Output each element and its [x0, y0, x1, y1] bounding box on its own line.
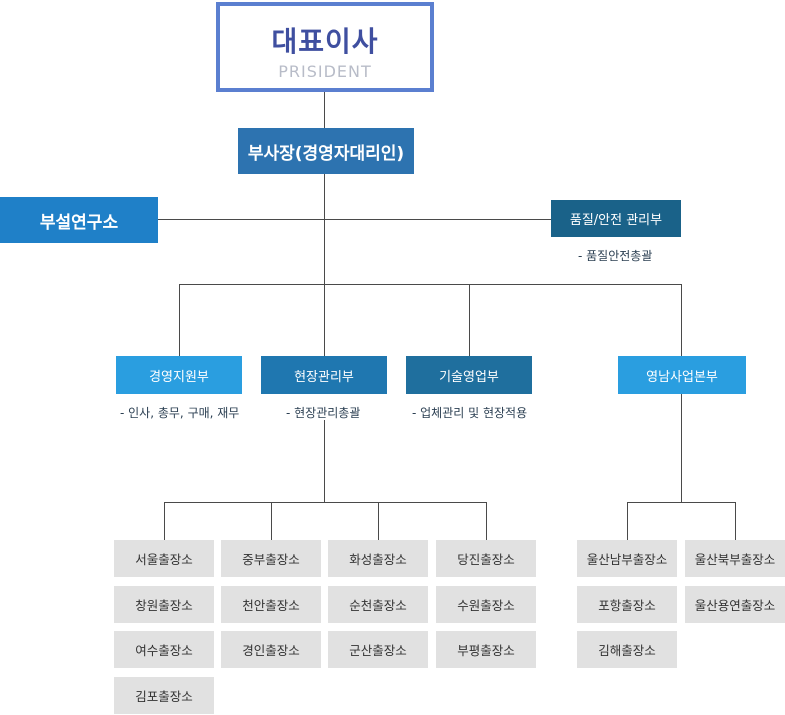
site-ulsan-south: 울산남부출장소 — [577, 540, 677, 577]
dept-tech-sales: 기술영업부 — [406, 356, 532, 394]
site-bupyeong: 부평출장소 — [436, 631, 536, 668]
site-seoul: 서울출장소 — [114, 540, 214, 577]
site-cheonan: 천안출장소 — [221, 586, 321, 623]
connector-dept1 — [179, 284, 180, 356]
site-suncheon: 순천출장소 — [328, 586, 428, 623]
connector-dept3 — [469, 284, 470, 356]
connector-dept2-down — [324, 420, 325, 502]
dept-tech-sales-note: - 업체관리 및 현장적용 — [412, 406, 528, 420]
site-pohang: 포항출장소 — [577, 586, 677, 623]
site-dangjin: 당진출장소 — [436, 540, 536, 577]
quality-safety-node: 품질/안전 관리부 — [551, 200, 681, 237]
site-gimpo: 김포출장소 — [114, 677, 214, 714]
president-title: 대표이사 — [271, 25, 379, 58]
connector-president-vp — [324, 92, 325, 128]
connector-site-col4 — [486, 502, 487, 540]
president-subtitle: PRISIDENT — [278, 62, 372, 81]
connector-quality — [324, 219, 551, 220]
connector-dept4-down — [681, 394, 682, 502]
connector-dept4 — [681, 284, 682, 356]
site-yeosu: 여수출장소 — [114, 631, 214, 668]
research-lab-node: 부설연구소 — [0, 197, 158, 243]
connector-site-col1 — [164, 502, 165, 540]
site-gimhae: 김해출장소 — [577, 631, 677, 668]
site-ulsan-north: 울산북부출장소 — [685, 540, 785, 577]
dept-site-management-note: - 현장관리총괄 — [286, 406, 361, 420]
quality-safety-note: - 품질안전총괄 — [578, 249, 653, 263]
president-node: 대표이사 PRISIDENT — [216, 2, 434, 92]
site-hwaseong: 화성출장소 — [328, 540, 428, 577]
connector-site-yn-col2 — [735, 502, 736, 540]
connector-lab — [158, 219, 325, 220]
vice-president-node: 부사장(경영자대리인) — [238, 128, 414, 174]
dept-management-support-note: - 인사, 총무, 구매, 재무 — [120, 406, 240, 420]
connector-sites-yn-bus — [627, 502, 736, 503]
connector-site-col2 — [271, 502, 272, 540]
connector-site-yn-col1 — [627, 502, 628, 540]
connector-vp-trunk — [324, 174, 325, 356]
site-changwon: 창원출장소 — [114, 586, 214, 623]
site-jungbu: 중부출장소 — [221, 540, 321, 577]
dept-site-management: 현장관리부 — [261, 356, 387, 394]
dept-yeongnam-division: 영남사업본부 — [618, 356, 746, 394]
site-ulsan-yongyeon: 울산용연출장소 — [685, 586, 785, 623]
connector-sites-hq-bus — [164, 502, 487, 503]
site-suwon: 수원출장소 — [436, 586, 536, 623]
site-gunsan: 군산출장소 — [328, 631, 428, 668]
dept-management-support: 경영지원부 — [116, 356, 242, 394]
site-gyeongin: 경인출장소 — [221, 631, 321, 668]
connector-site-col3 — [378, 502, 379, 540]
connector-dept-bus — [179, 284, 682, 285]
